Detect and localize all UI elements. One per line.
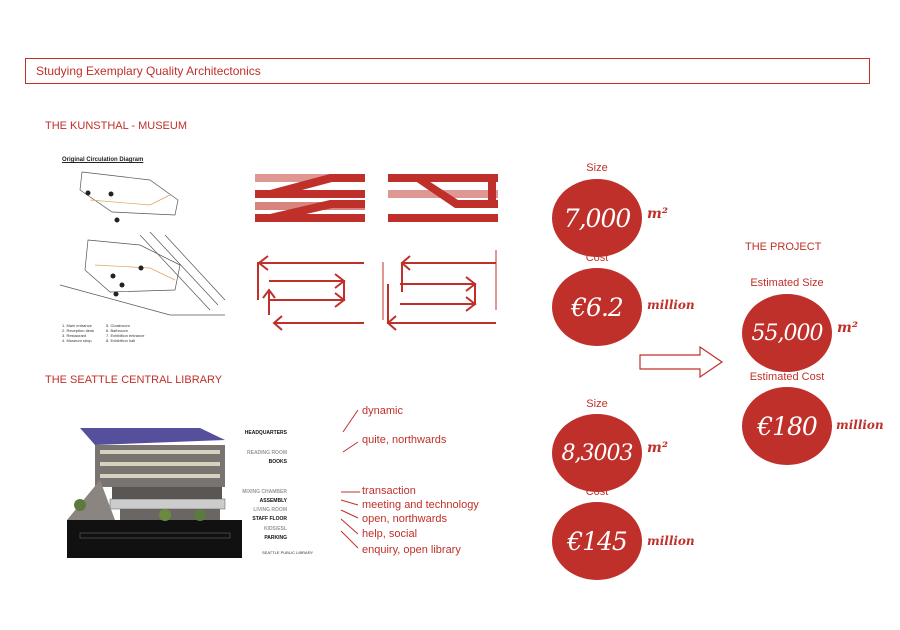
unit: million — [647, 298, 695, 312]
unit: m² — [647, 206, 668, 222]
project-cost-label: Estimated Cost — [749, 371, 825, 383]
loop-diagram-1 — [257, 255, 364, 331]
seattle-size-label: Size — [586, 398, 608, 410]
kunsthal-size-circle: 7,000 — [552, 179, 642, 257]
kunsthal-circulation-drawing — [59, 171, 226, 316]
seattle-library-image — [67, 428, 242, 558]
project-size-label: Estimated Size — [750, 277, 824, 289]
library-logo-text: SEATTLE PUBLIC LIBRARY — [262, 550, 314, 555]
kunsthal-heading: THE KUNSTHAL - MUSEUM — [45, 120, 187, 132]
loop-diagram-2 — [382, 250, 497, 331]
project-cost-circle: €180 — [742, 387, 832, 465]
kunsthal-cost-circle: €6.2 — [552, 268, 642, 346]
title-box: Studying Exemplary Quality Architectonic… — [25, 58, 870, 84]
annotation-leaders — [340, 409, 360, 549]
arrow-right-icon — [639, 345, 724, 379]
kunsthal-size-label: Size — [586, 162, 608, 174]
seattle-size-circle: 8,3003 — [552, 414, 642, 492]
annotation: help, social — [362, 528, 418, 540]
unit: m² — [837, 320, 858, 336]
ramp-diagram-1 — [255, 174, 365, 222]
kunsthal-cost-label: Cost — [585, 252, 609, 264]
annotation: open, northwards — [362, 513, 447, 525]
annotation: enquiry, open library — [362, 544, 461, 556]
unit: million — [647, 534, 695, 548]
annotation: dynamic — [362, 405, 403, 417]
annotation: transaction — [362, 485, 416, 497]
unit: m² — [647, 440, 668, 456]
page-title: Studying Exemplary Quality Architectonic… — [36, 64, 261, 78]
project-heading: THE PROJECT — [745, 241, 822, 253]
ramp-diagram-2 — [388, 174, 498, 222]
annotation: quite, northwards — [362, 434, 447, 446]
diagram-caption: Original Circulation Diagram — [62, 157, 144, 163]
project-size-circle: 55,000 — [742, 294, 832, 372]
seattle-cost-circle: €145 — [552, 502, 642, 580]
seattle-cost-label: Cost — [585, 486, 609, 498]
unit: million — [836, 418, 884, 432]
annotation: meeting and technology — [362, 499, 479, 511]
seattle-heading: THE SEATTLE CENTRAL LIBRARY — [45, 374, 223, 386]
